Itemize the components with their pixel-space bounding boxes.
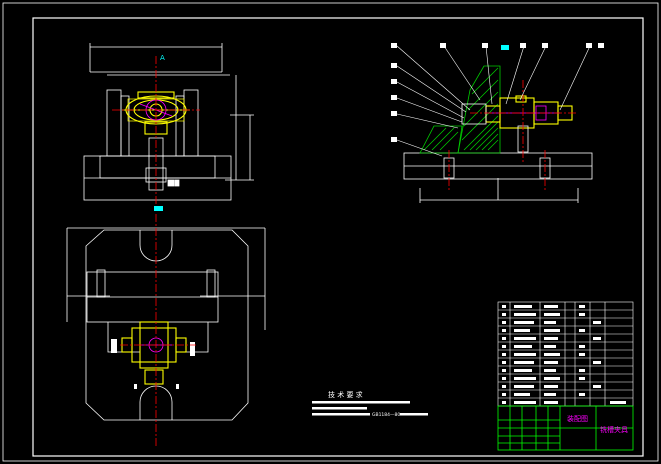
view-marker-a: A bbox=[160, 54, 165, 62]
top-view-centerlines bbox=[120, 214, 196, 447]
tech-requirements-block: 技 术 要 求 GB1184—80 bbox=[312, 390, 428, 418]
parts-list-text-marks bbox=[502, 305, 626, 404]
side-view-head bbox=[485, 95, 573, 129]
section-marker bbox=[501, 45, 509, 50]
side-view-centerlines bbox=[448, 80, 578, 190]
title-block bbox=[497, 405, 634, 451]
leader-lines bbox=[396, 45, 591, 157]
drawing-type-label: 装配图 bbox=[567, 414, 588, 423]
front-view-centerlines bbox=[112, 56, 200, 205]
top-view bbox=[66, 227, 266, 421]
side-view-hatch bbox=[419, 65, 501, 154]
front-view bbox=[83, 43, 254, 201]
top-view-balloons bbox=[154, 206, 163, 211]
part-balloons bbox=[391, 43, 604, 142]
top-view-head bbox=[121, 321, 187, 385]
parts-list bbox=[497, 301, 634, 407]
top-view-details bbox=[111, 339, 195, 389]
tech-requirements-standard: GB1184—80 bbox=[372, 412, 400, 418]
tech-requirements-title: 技 术 要 求 bbox=[328, 390, 363, 399]
inner-frame bbox=[32, 17, 644, 457]
side-view bbox=[403, 152, 593, 203]
drawing-name-label: 铣槽夹具 bbox=[600, 425, 628, 434]
